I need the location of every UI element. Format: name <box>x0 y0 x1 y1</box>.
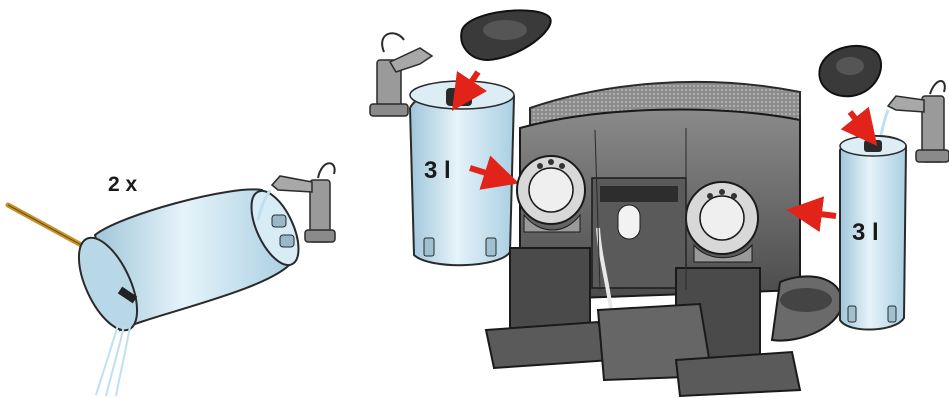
left-tank-volume-label: 3 l <box>424 157 451 184</box>
arrow-icon <box>850 112 866 132</box>
coffee-machine-icon <box>486 82 842 396</box>
rinse-scene: 2 x <box>8 163 335 396</box>
tank-lid-icon <box>819 46 881 96</box>
tank-lid-icon <box>461 10 550 60</box>
water-stream <box>96 325 130 396</box>
water-tank-icon <box>67 184 308 338</box>
right-tank-volume-label: 3 l <box>852 219 879 246</box>
rinse-count-label: 2 x <box>108 173 138 196</box>
arrow-icon <box>804 212 836 216</box>
